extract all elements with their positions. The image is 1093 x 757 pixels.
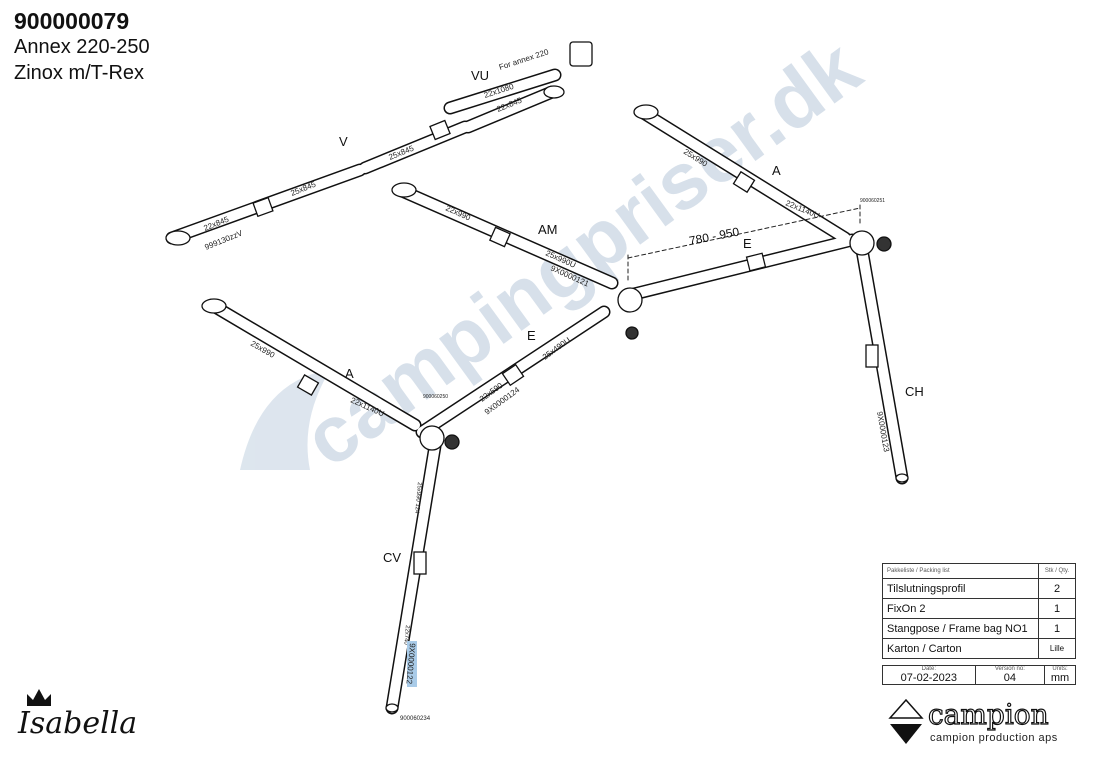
label-ch: CH [905,384,924,399]
item-name: Stangpose / Frame bag NO1 [882,618,1039,639]
drawing-meta-table: Date:07-02-2023 Version no:04 Units:mm [882,665,1076,685]
packing-list-header: Pakkeliste / Packing list [882,563,1039,579]
crown-icon [27,689,51,706]
label-vu: VU [471,68,489,83]
connector-right-code: 900060251 [860,198,885,204]
campion-subtitle: campion production aps [930,732,1058,744]
span-dimension-line [627,204,861,283]
dim-vu-note: For annex 220 [498,47,550,72]
item-name: Tilslutningsprofil [882,578,1039,599]
label-a-right: A [772,163,781,178]
label-cv: CV [383,550,401,565]
packing-list-table: Pakkeliste / Packing list Stk / Qty. Til… [882,563,1076,659]
item-qty: 2 [1038,578,1076,599]
dim-cv-code: 9X0000122 [404,643,417,685]
item-qty: 1 [1038,618,1076,639]
variant-name: Zinox m/T-Rex [14,62,145,84]
watermark-tent-icon [240,370,330,470]
campion-triangle-icon [888,698,924,744]
label-v: V [339,134,348,149]
model-name: Annex 220-250 [14,36,150,58]
units-label: Units: [1052,666,1068,672]
label-e-right: E [743,236,752,251]
part-number: 900000079 [14,8,130,34]
campion-wordmark: campion [927,697,1049,731]
label-e-left: E [527,328,536,343]
label-am: AM [538,222,558,237]
item-qty: 1 [1038,598,1076,619]
version-label: Version no: [994,666,1025,672]
dim-v-code: 999130zzV [203,228,244,252]
date-value: 07-02-2023 [900,672,957,684]
item-qty: Lille [1038,638,1076,659]
drawing-title: 900000079 Annex 220-250 Zinox m/T-Rex [14,8,150,86]
dim-cv-upper: 25x990 124 [413,482,422,514]
connector-left-code: 900060250 [423,394,448,400]
span-dimension: 780 - 950 [688,224,741,247]
version-value: 04 [1003,672,1016,684]
campion-logo: campion campion production aps [888,697,1078,748]
item-name: FixOn 2 [882,598,1039,619]
foot-code: 900060234 [400,716,431,722]
item-name: Karton / Carton [882,638,1039,659]
cv-code-highlight [407,641,417,687]
dim-cv-lower: 22x740 [402,625,410,646]
isabella-wordmark: Isabella [18,706,138,741]
qty-header: Stk / Qty. [1038,563,1076,579]
label-a-left: A [345,366,354,381]
poles [165,41,909,715]
units-value: mm [1050,672,1070,684]
date-label: Date: [921,666,936,672]
